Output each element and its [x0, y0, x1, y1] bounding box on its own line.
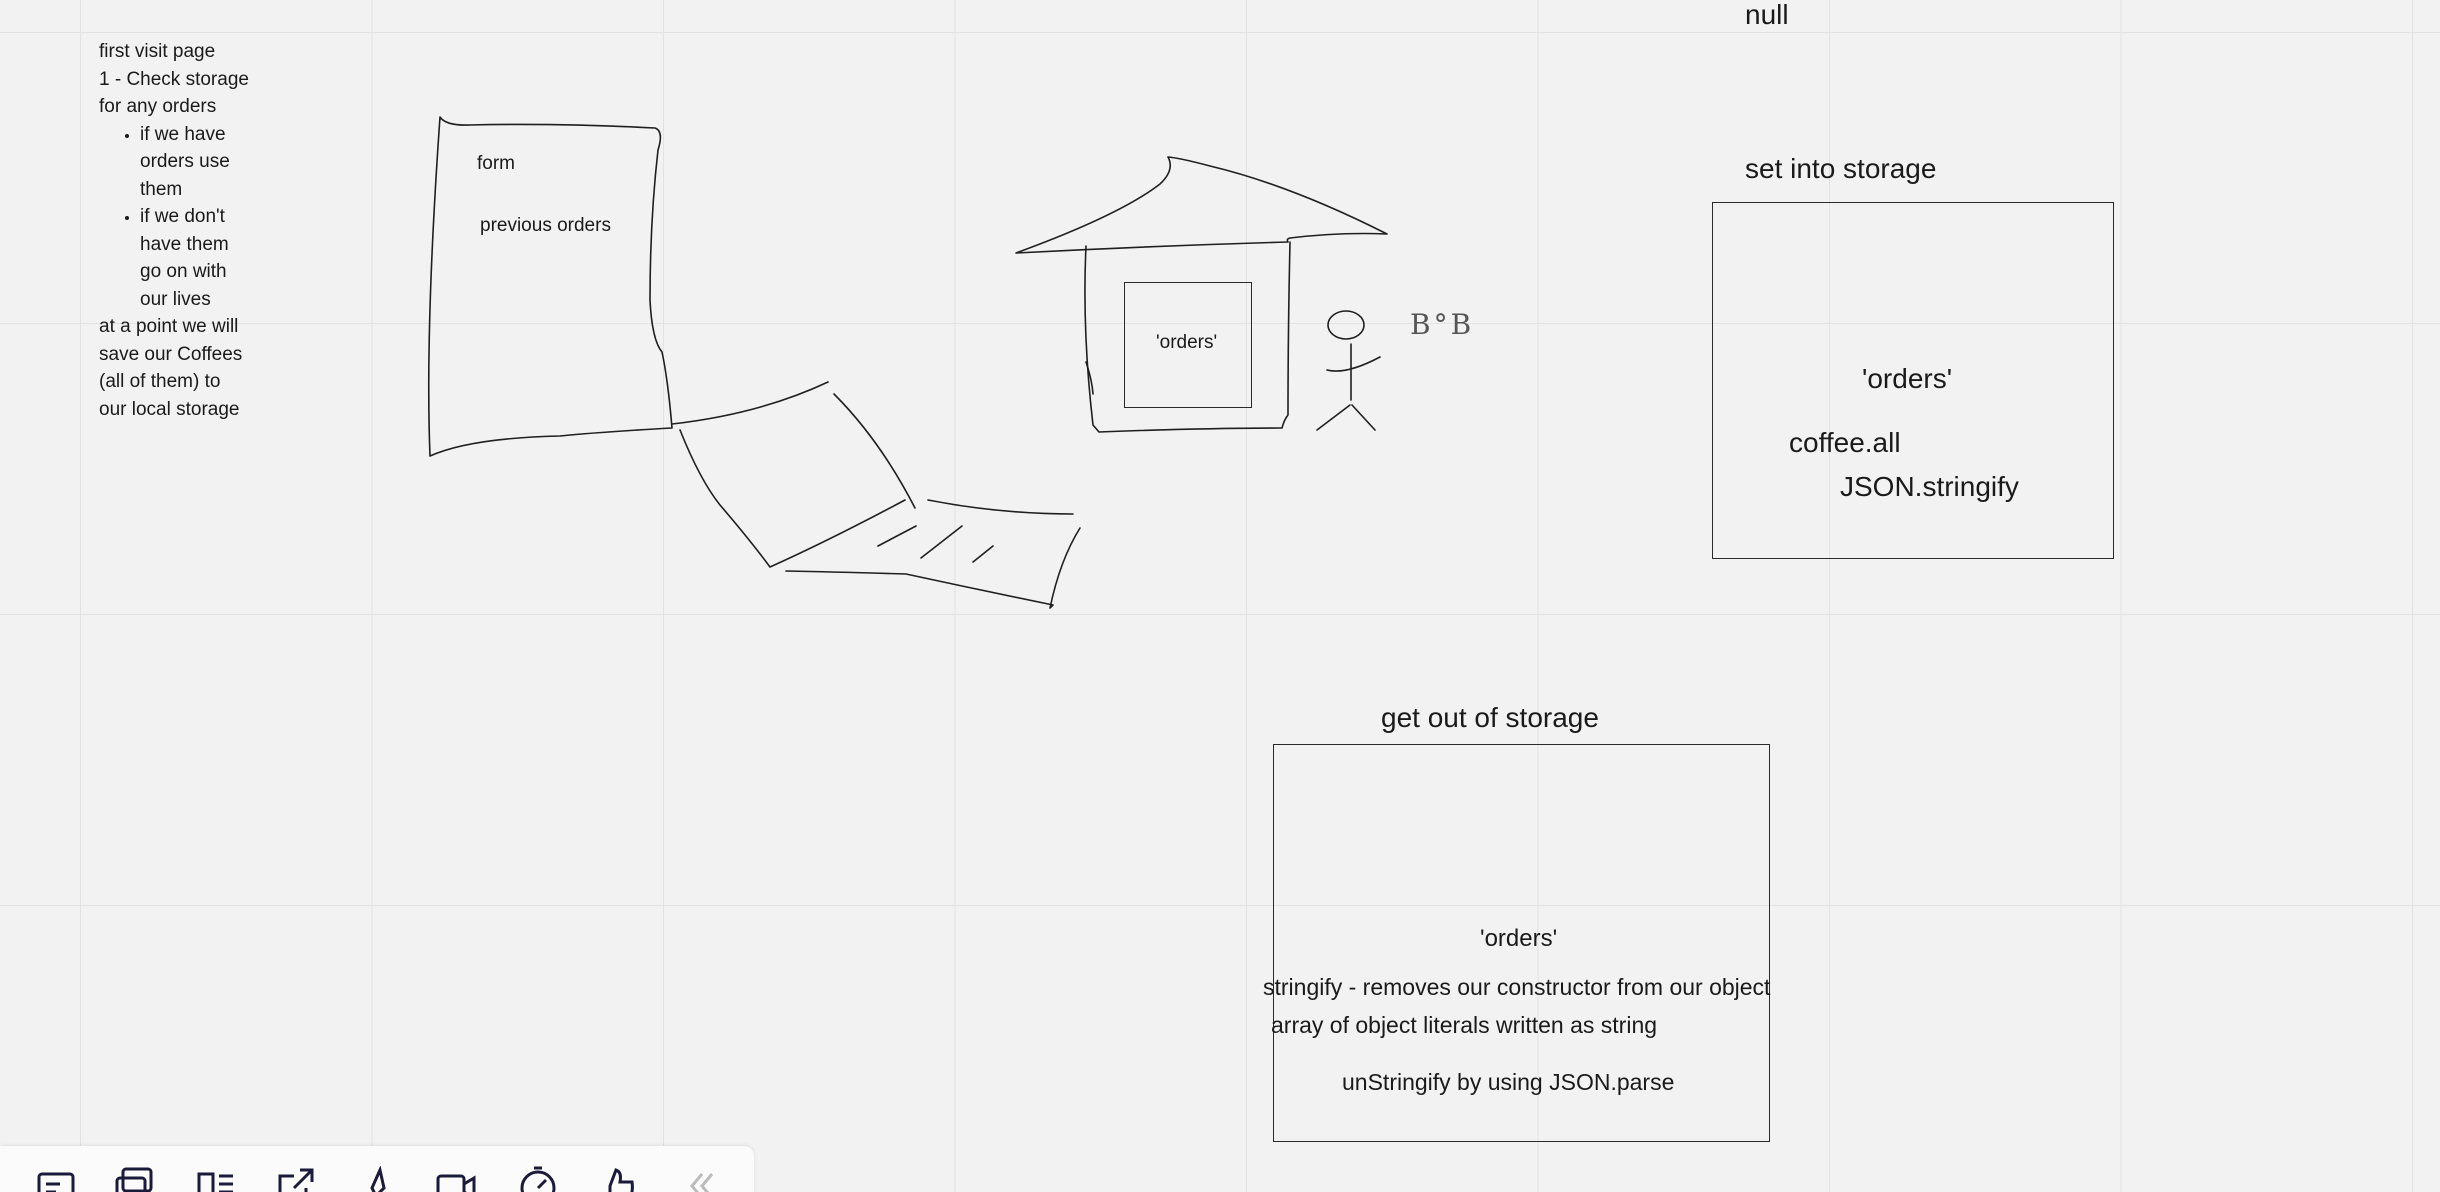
laptop-keyboard-outline	[785, 499, 1081, 609]
get-storage-title: get out of storage	[1381, 702, 1599, 733]
set-storage-value: coffee.all	[1789, 427, 1901, 458]
get-storage-array-note: array of object literals written as stri…	[1271, 1012, 1658, 1038]
house-body	[1084, 241, 1291, 433]
laptop-keys	[877, 525, 994, 563]
stick-figure-body	[1316, 343, 1381, 431]
bottom-toolbar	[0, 1146, 754, 1192]
reaction-icon[interactable]	[598, 1166, 638, 1192]
laptop-screen-outline	[671, 381, 916, 568]
timer-icon[interactable]	[518, 1166, 558, 1192]
get-storage-box[interactable]	[1273, 744, 1770, 1142]
note-line-first-visit: first visit page	[99, 41, 216, 62]
set-storage-box[interactable]	[1712, 202, 2114, 559]
card-icon[interactable]	[114, 1166, 154, 1192]
stick-figure-name: B°B	[1410, 308, 1475, 341]
note-line-check-storage: 1 - Check storage for any orders	[99, 68, 249, 118]
house-window-box[interactable]	[1124, 282, 1252, 408]
video-icon[interactable]	[436, 1166, 476, 1192]
sticky-note-text[interactable]: first visit page 1 - Check storage for a…	[99, 38, 249, 423]
get-storage-key: 'orders'	[1480, 925, 1558, 952]
house-door-side	[1085, 361, 1094, 395]
house-orders-label: 'orders'	[1156, 332, 1218, 353]
get-storage-parse-note: unStringify by using JSON.parse	[1342, 1069, 1675, 1095]
note-line-save-coffees: at a point we will save our Coffees (all…	[99, 316, 243, 420]
note-bullet-have-orders: if we have orders use them	[140, 121, 249, 204]
collapse-icon[interactable]	[680, 1166, 720, 1192]
set-storage-key: 'orders'	[1862, 363, 1953, 394]
get-storage-stringify-note: stringify - removes our constructor from…	[1263, 974, 1771, 1000]
export-icon[interactable]	[276, 1166, 316, 1192]
previous-orders-label: previous orders	[480, 215, 611, 236]
note-bullet-list: if we have orders use them if we don't h…	[99, 121, 249, 314]
set-storage-method: JSON.stringify	[1840, 471, 2019, 502]
note-bullet-no-orders: if we don't have them go on with our liv…	[140, 203, 249, 313]
form-label: form	[477, 153, 515, 174]
pen-icon[interactable]	[358, 1165, 398, 1192]
sticky-note-icon[interactable]	[36, 1166, 76, 1192]
template-icon[interactable]	[196, 1166, 236, 1192]
house-roof	[1015, 156, 1388, 254]
set-storage-title: set into storage	[1745, 153, 1937, 184]
stick-figure-head	[1327, 310, 1365, 340]
form-page-outline	[427, 116, 673, 457]
null-label: null	[1745, 0, 1789, 30]
